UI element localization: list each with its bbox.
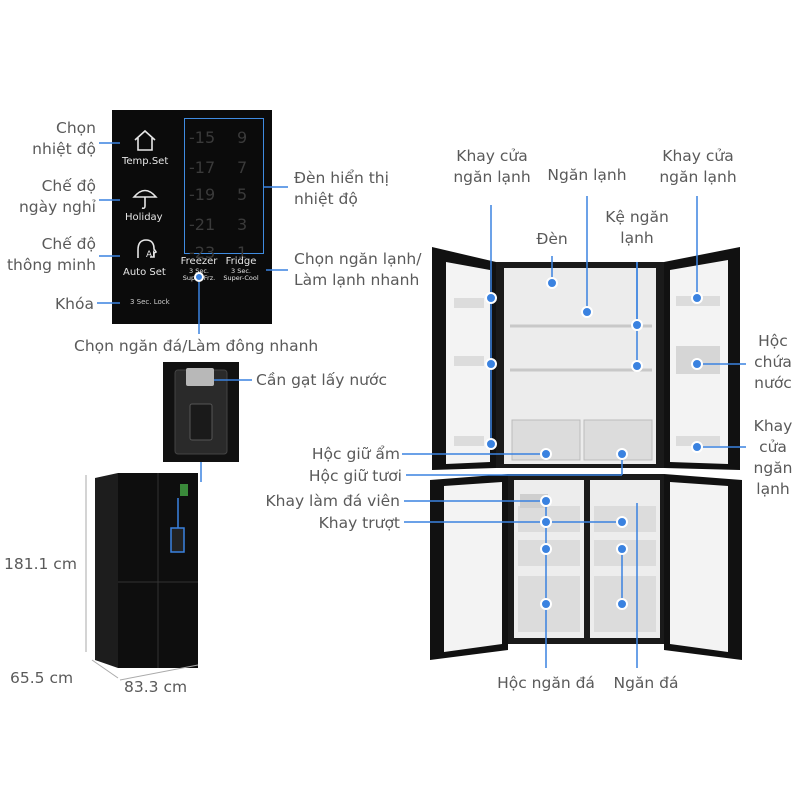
label-khay-cua-bottom: Khay cửa ngăn lạnh xyxy=(746,416,800,500)
ai-head-icon[interactable] xyxy=(132,236,158,262)
freezer-digit: -19 xyxy=(189,185,216,204)
label-khay-cua-right: Khay cửa ngăn lạnh xyxy=(648,146,748,188)
dot-door-shelf-2 xyxy=(485,358,497,370)
label-khay-cua-left: Khay cửa ngăn lạnh xyxy=(440,146,544,188)
freezer-digit: -17 xyxy=(189,158,216,177)
label-line: nhiệt độ xyxy=(294,190,358,208)
label-line: ngăn lạnh xyxy=(453,168,531,186)
label-line: Chọn ngăn lạnh/ xyxy=(294,250,422,268)
freezer-digit: -23 xyxy=(189,243,216,262)
label-hoc-giu-am: Hộc giữ ẩm xyxy=(311,445,400,463)
freezer-digit: -21 xyxy=(189,215,216,234)
label-khay-truot: Khay trượt xyxy=(318,514,400,532)
ai-mark: AI xyxy=(146,250,155,260)
dot-shelf-2 xyxy=(631,360,643,372)
label-line: Chọn xyxy=(56,119,96,137)
callout-dots xyxy=(194,272,703,610)
dot-lamp xyxy=(546,277,558,289)
label-line: Chế độ xyxy=(41,235,96,253)
dot-right-door-shelf xyxy=(691,292,703,304)
label-line: chứa xyxy=(754,353,792,371)
dimension-depth: 65.5 cm xyxy=(10,669,74,687)
dot-freezer-1 xyxy=(616,543,628,555)
home-icon[interactable] xyxy=(132,128,158,154)
label-line: Khay cửa xyxy=(456,147,528,165)
label-line: cửa xyxy=(759,438,787,456)
dot-shelf-1 xyxy=(631,319,643,331)
auto-set-button-label[interactable]: Auto Set xyxy=(123,267,166,278)
holiday-button-label[interactable]: Holiday xyxy=(125,212,163,223)
lock-label[interactable]: 3 Sec. Lock xyxy=(130,298,170,306)
fridge-digit: 1 xyxy=(237,243,248,262)
dot-freezer-2 xyxy=(616,598,628,610)
label-line: Làm lạnh nhanh xyxy=(294,271,420,289)
dot-door-shelf-1 xyxy=(485,292,497,304)
label-ngan-da: Ngăn đá xyxy=(613,674,679,692)
dot-humidity-box xyxy=(540,448,552,460)
label-line: Khay xyxy=(753,417,793,435)
label-line: nước xyxy=(754,374,792,392)
label-line: Đèn hiển thị xyxy=(294,169,389,187)
label-can-gat: Cần gạt lấy nước xyxy=(256,371,387,389)
fridge-digit: 7 xyxy=(237,158,248,177)
label-line: lạnh xyxy=(620,229,654,247)
label-den: Đèn xyxy=(536,230,568,248)
label-line: nhiệt độ xyxy=(32,140,96,158)
label-khoa: Khóa xyxy=(55,295,94,313)
dot-right-door-bottom xyxy=(691,441,703,453)
water-dispenser-image xyxy=(163,362,239,462)
temperature-display: -15 -17 -19 -21 -23 9 7 5 3 1 xyxy=(184,118,264,262)
dot-water-tank xyxy=(691,358,703,370)
freezer-button-label[interactable]: Freezer xyxy=(180,256,218,267)
label-ke-ngan-lanh: Kệ ngăn lạnh xyxy=(597,207,677,249)
label-chon-ngan-lanh: Chọn ngăn lạnh/ Làm lạnh nhanh xyxy=(294,249,421,291)
label-line: Kệ ngăn xyxy=(605,208,669,226)
fridge-digit: 9 xyxy=(237,128,248,147)
label-hoc-giu-tuoi: Hộc giữ tươi xyxy=(308,467,402,485)
leader-lines xyxy=(97,142,746,668)
dot-ice-tray xyxy=(540,495,552,507)
fridge-digit: 3 xyxy=(237,215,248,234)
fridge-digit: 5 xyxy=(237,185,248,204)
dot-freezer-button xyxy=(194,272,204,282)
umbrella-icon[interactable] xyxy=(132,184,158,210)
label-line: ngăn xyxy=(753,459,793,477)
label-line: Hộc xyxy=(758,332,788,350)
freezer-sub1: 3 Sec. xyxy=(189,267,209,275)
label-che-do-ngay-nghi: Chế độ ngày nghỉ xyxy=(10,176,96,218)
fridge-sub2: Super-Cool xyxy=(223,274,259,282)
label-line: Chế độ xyxy=(41,177,96,195)
label-line: ngày nghỉ xyxy=(18,198,96,216)
label-line: lạnh xyxy=(756,480,790,498)
label-ngan-lanh: Ngăn lạnh xyxy=(547,166,627,184)
dimension-height: 181.1 cm xyxy=(4,555,77,573)
label-che-do-thong-minh: Chế độ thông minh xyxy=(0,234,96,276)
control-panel: Temp.Set Holiday AI Auto Set 3 Sec. Lock… xyxy=(112,110,272,324)
label-den-hien-thi: Đèn hiển thị nhiệt độ xyxy=(294,168,389,210)
label-hoc-ngan-da: Hộc ngăn đá xyxy=(497,674,595,692)
dot-freezer-drawer-1 xyxy=(540,543,552,555)
dot-freezer-drawer-2 xyxy=(540,598,552,610)
dot-slide-tray-right xyxy=(616,516,628,528)
fridge-button-label[interactable]: Fridge xyxy=(225,256,257,267)
fridge-front-image xyxy=(95,473,198,668)
dimension-width: 83.3 cm xyxy=(124,678,188,696)
dot-fridge-compartment xyxy=(581,306,593,318)
label-line: ngăn lạnh xyxy=(659,168,737,186)
label-hoc-chua-nuoc: Hộc chứa nước xyxy=(746,331,800,394)
temp-set-button-label[interactable]: Temp.Set xyxy=(122,156,169,167)
label-line: thông minh xyxy=(6,256,96,274)
freezer-digit: -15 xyxy=(189,128,216,147)
label-chon-nhiet-do: Chọn nhiệt độ xyxy=(20,118,96,160)
fridge-sub1: 3 Sec. xyxy=(231,267,251,275)
dot-door-shelf-3 xyxy=(485,438,497,450)
label-khay-lam-da: Khay làm đá viên xyxy=(265,492,400,510)
dot-slide-tray-left xyxy=(540,516,552,528)
label-chon-ngan-da: Chọn ngăn đá/Làm đông nhanh xyxy=(74,337,319,355)
label-line: Khay cửa xyxy=(662,147,734,165)
dot-fresh-box xyxy=(616,448,628,460)
